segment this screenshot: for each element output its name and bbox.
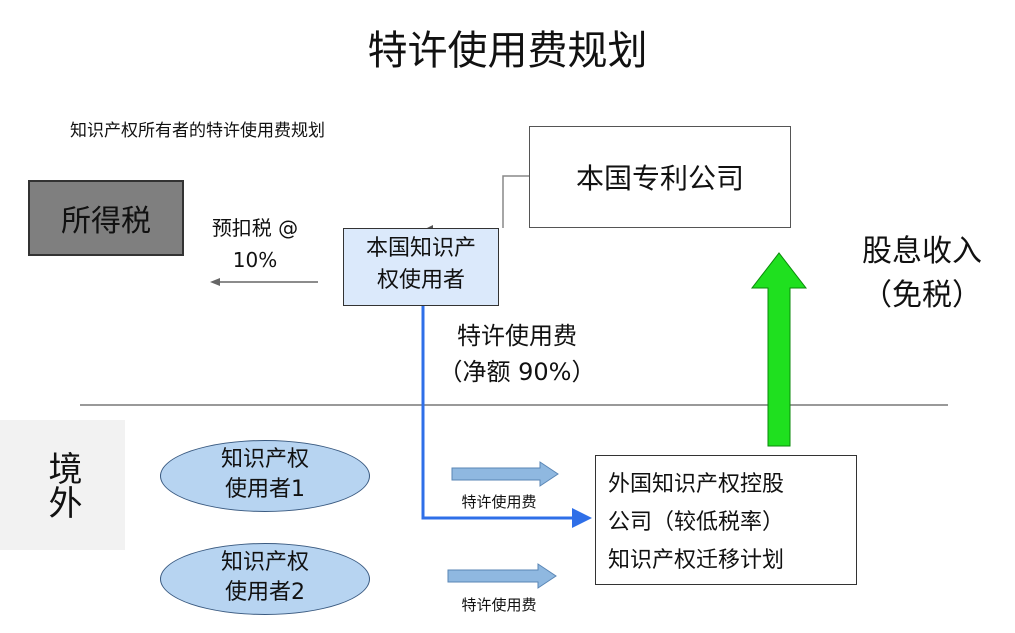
ip-user-2-ellipse: 知识产权 使用者2	[160, 543, 370, 615]
income-tax-box: 所得税	[28, 180, 184, 256]
royalty-net-line1: 特许使用费	[457, 322, 577, 350]
withholding-line2: 10%	[232, 248, 278, 272]
domestic-ip-user-box: 本国知识产 权使用者	[343, 228, 499, 306]
royalty-flow-line	[421, 306, 572, 520]
ip-user-1-ellipse: 知识产权 使用者1	[160, 440, 370, 512]
domestic-user-line1: 本国知识产	[365, 236, 476, 261]
withholding-tax-label: 预扣税 @ 10%	[200, 212, 310, 276]
dividend-arrow	[750, 252, 808, 447]
diagram-title: 特许使用费规划	[367, 28, 648, 74]
domestic-user-line2: 权使用者	[376, 268, 465, 293]
user2-line2: 使用者2	[225, 580, 305, 605]
user2-line1: 知识产权	[220, 550, 309, 575]
diagram-subtitle: 知识产权所有者的特许使用费规划	[70, 121, 325, 141]
dividend-income-label: 股息收入 （免税）	[842, 230, 1002, 318]
royalty-net-label: 特许使用费 （净额 90%）	[432, 318, 602, 390]
dividend-line2: （免税）	[862, 278, 982, 313]
foreign-line3: 知识产权迁移计划	[608, 548, 785, 573]
royalty-label-1: 特许使用费	[461, 493, 537, 511]
withholding-line1: 预扣税 @	[211, 216, 299, 240]
user1-line2: 使用者1	[225, 477, 305, 502]
foreign-line1: 外国知识产权控股	[608, 472, 785, 497]
ownership-connector	[502, 175, 529, 228]
foreign-line2: 公司（较低税率）	[608, 510, 785, 535]
user1-line1: 知识产权	[220, 447, 309, 472]
overseas-label: 境外	[0, 420, 125, 550]
dividend-line1: 股息收入	[862, 234, 982, 269]
royalty-net-line2: （净额 90%）	[438, 358, 596, 386]
domestic-patent-company-box: 本国专利公司	[529, 126, 791, 228]
royalty-label-2: 特许使用费	[461, 596, 537, 614]
royalty-arrow-2	[447, 563, 557, 589]
foreign-ip-holding-box: 外国知识产权控股 公司（较低税率） 知识产权迁移计划	[595, 455, 857, 585]
royalty-flow-arrowhead	[572, 508, 592, 528]
royalty-arrow-1	[451, 461, 559, 487]
withholding-arrowhead	[210, 278, 220, 286]
